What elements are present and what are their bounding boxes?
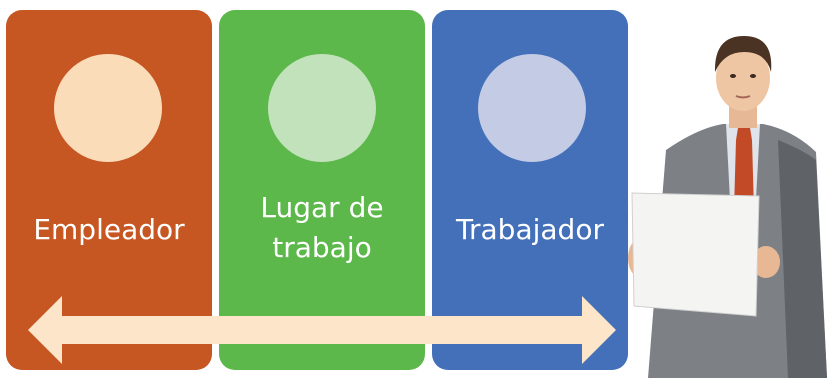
blank-sign <box>631 192 760 317</box>
eye-left <box>730 74 736 78</box>
right-hand <box>752 246 780 278</box>
panel-employer: Empleador <box>6 10 212 370</box>
label-employer: Empleador <box>33 213 185 246</box>
label-workplace: Lugar de trabajo <box>260 191 384 264</box>
circle-icon <box>54 54 162 162</box>
hair <box>714 36 772 72</box>
businessman-photo <box>628 36 827 378</box>
circle-icon <box>268 54 376 162</box>
panel-workplace: Lugar de trabajo <box>219 10 425 370</box>
eye-right <box>750 74 756 78</box>
head <box>716 45 770 111</box>
suit-shadow <box>778 140 827 378</box>
label-worker: Trabajador <box>456 213 604 246</box>
double-arrow-icon <box>28 296 616 364</box>
mouth <box>735 95 751 99</box>
circle-icon <box>478 54 586 162</box>
